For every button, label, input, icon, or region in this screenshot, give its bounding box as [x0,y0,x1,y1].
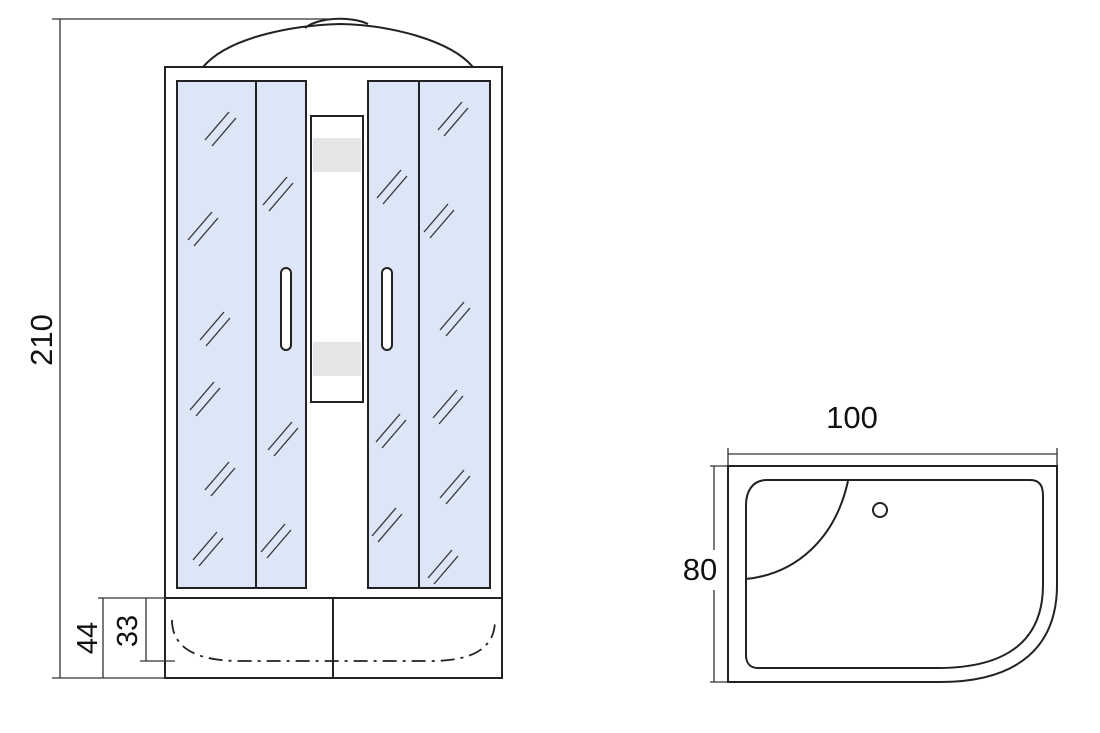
drain-hole [872,502,888,518]
center-panel-band-bottom [313,342,361,376]
tray-inner-dimension [140,598,175,662]
tray-inner-outline [745,479,1044,669]
tray-height-dimension [98,597,165,678]
right-door-handle [381,267,393,351]
tray-hidden-outline [171,619,496,662]
depth-label: 80 [683,552,717,587]
width-dimension [727,448,1058,466]
height-dimension [52,18,340,679]
tray-seat-curve [745,480,849,580]
right-glass-panel-outer [418,80,491,589]
height-label: 210 [24,314,59,366]
top-view: 100 80 [683,400,1058,683]
roof-dome [202,22,474,68]
width-label: 100 [826,400,878,435]
tray-inner-label: 33 [112,615,144,647]
center-panel-band-top [313,138,361,172]
glass-reflection-marks [187,101,471,585]
tray-outer-outline [727,465,1058,683]
front-view: 210 44 33 [24,17,503,679]
left-door-handle [280,267,292,351]
tray-height-label: 44 [72,622,104,654]
right-glass-panel-inner [367,80,420,589]
depth-dimension [710,465,728,683]
